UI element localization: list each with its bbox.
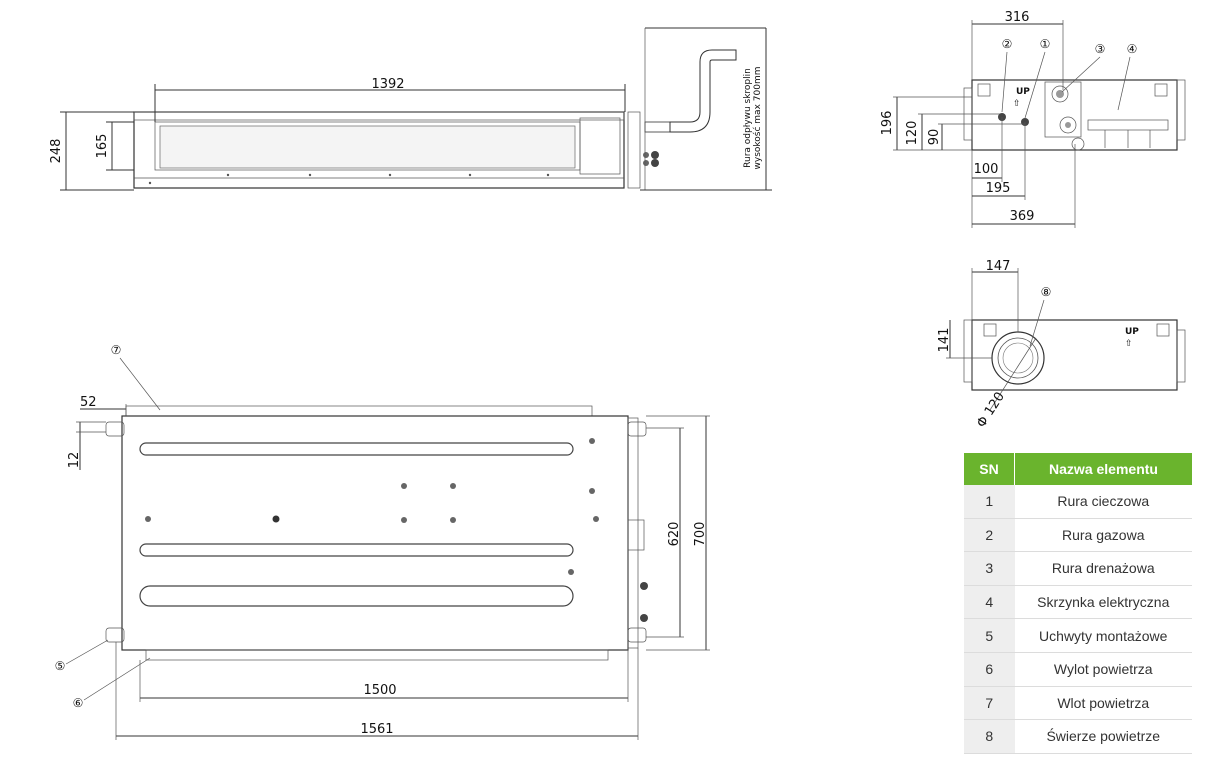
legend-name: Wylot powietrza [1014, 652, 1192, 687]
rear-view: UP ⇧ 147 141 Φ 120 ⑧ [937, 259, 1186, 431]
dim-196: 196 [880, 111, 895, 136]
dim-12: 12 [67, 452, 82, 469]
dim-147: 147 [986, 259, 1011, 274]
side-up-label: UP [1016, 87, 1030, 97]
dim-248: 248 [49, 139, 64, 164]
dim-phi120: Φ 120 [974, 390, 1008, 431]
dim-1500: 1500 [363, 683, 396, 698]
legend-header-sn: SN [964, 453, 1015, 485]
dim-90: 90 [927, 129, 942, 146]
callout-4: ④ [1127, 42, 1138, 56]
callout-1: ① [1040, 37, 1051, 51]
dim-195: 195 [986, 181, 1011, 196]
dim-120: 120 [905, 121, 920, 146]
legend-name: Rura gazowa [1014, 518, 1192, 553]
legend-header-name: Nazwa elementu [1014, 453, 1192, 485]
legend-sn: 4 [964, 585, 1015, 620]
dim-620: 620 [667, 522, 682, 547]
legend-name: Rura drenażowa [1014, 551, 1192, 586]
dim-52: 52 [80, 395, 97, 410]
dim-100: 100 [974, 162, 999, 177]
callout-5: ⑤ [55, 659, 66, 673]
svg-text:⇧: ⇧ [1125, 339, 1133, 349]
callout-2: ② [1002, 37, 1013, 51]
drain-note-line2: wysokość max 700mm [752, 67, 763, 170]
legend-name: Wlot powietrza [1014, 686, 1192, 721]
front-view: 1392 248 165 Rura odpływu skroplin wysok… [49, 27, 772, 191]
legend-sn: 6 [964, 652, 1015, 687]
dim-1392: 1392 [371, 77, 404, 92]
legend-sn: 7 [964, 686, 1015, 721]
svg-text:⇧: ⇧ [1013, 99, 1021, 109]
callout-8: ⑧ [1041, 285, 1052, 299]
dim-165: 165 [95, 134, 110, 159]
legend-sn: 3 [964, 551, 1015, 586]
callout-7: ⑦ [111, 343, 122, 357]
legend-name: Skrzynka elektryczna [1014, 585, 1192, 620]
legend-sn: 8 [964, 719, 1015, 754]
side-view: UP ⇧ 316 196 120 90 100 195 369 ② ① ③ ④ [880, 10, 1186, 228]
legend-sn: 5 [964, 618, 1015, 653]
dim-141: 141 [937, 328, 952, 353]
callout-6: ⑥ [73, 696, 84, 710]
legend-name: Świerze powietrze [1014, 719, 1192, 754]
rear-up-label: UP [1125, 327, 1139, 337]
legend-header-row: SN Nazwa elementu [964, 453, 1192, 485]
drain-note-line1: Rura odpływu skroplin [743, 68, 753, 168]
plan-view: 52 12 620 700 1500 1561 ⑦ ⑤ ⑥ [55, 343, 710, 740]
dim-1561: 1561 [360, 722, 393, 737]
legend-sn: 2 [964, 518, 1015, 553]
callout-3: ③ [1095, 42, 1106, 56]
legend-sn: 1 [964, 485, 1015, 519]
dim-316: 316 [1005, 10, 1030, 25]
dim-369: 369 [1010, 209, 1035, 224]
legend-name: Uchwyty montażowe [1014, 618, 1192, 653]
legend-name: Rura cieczowa [1014, 485, 1192, 519]
dim-700: 700 [693, 522, 708, 547]
